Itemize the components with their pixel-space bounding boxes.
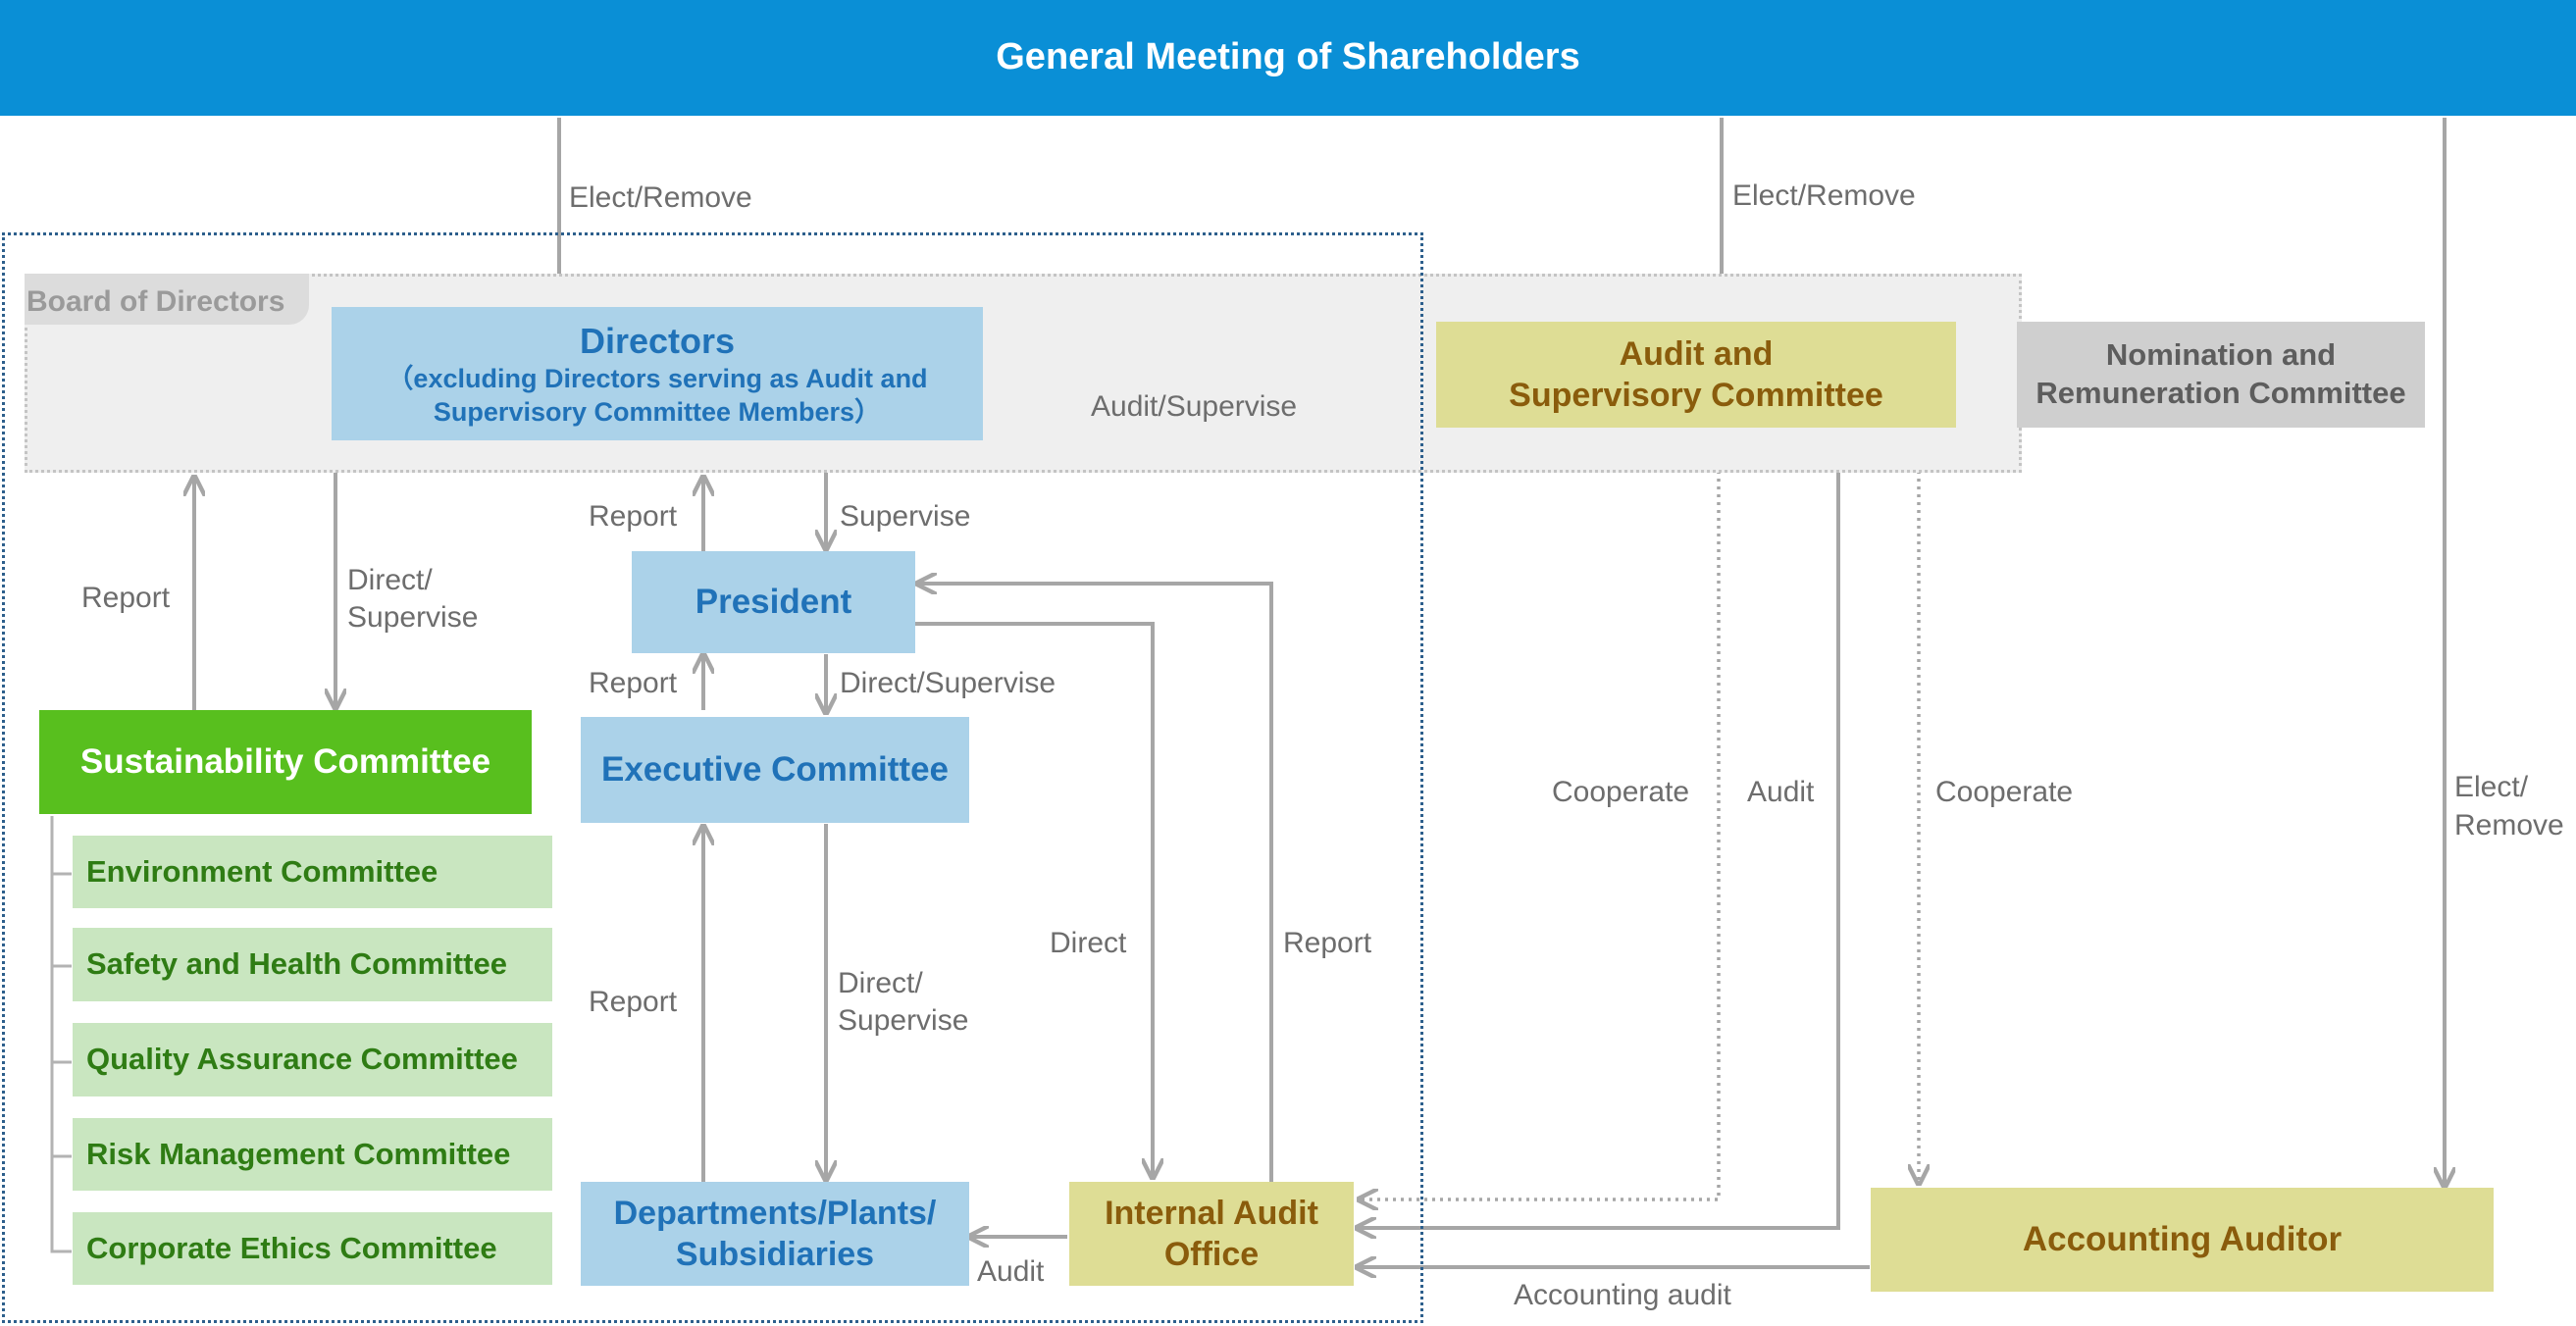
label-direct-internal: Direct bbox=[1050, 927, 1127, 959]
environment-committee-box[interactable]: Environment Committee bbox=[73, 836, 552, 908]
internal-audit-office-box[interactable]: Internal Audit Office bbox=[1069, 1182, 1354, 1286]
label-report-internal: Report bbox=[1283, 927, 1372, 959]
label-report-departments: Report bbox=[589, 986, 678, 1018]
label-audit-departments: Audit bbox=[977, 1255, 1045, 1288]
subcommittee-label: Risk Management Committee bbox=[86, 1136, 511, 1171]
directors-subtitle-2: Supervisory Committee Members） bbox=[433, 396, 882, 427]
label-direct-supervise-sust-2: Supervise bbox=[347, 601, 479, 634]
nomination-line1: Nomination and bbox=[2105, 337, 2337, 373]
president-box[interactable]: President bbox=[632, 551, 915, 653]
label-cooperate-left: Cooperate bbox=[1552, 776, 1690, 808]
sustainability-committee-box[interactable]: Sustainability Committee bbox=[39, 710, 532, 814]
audit-supervisory-committee-box[interactable]: Audit and Supervisory Committee bbox=[1436, 322, 1956, 428]
sustainability-label: Sustainability Committee bbox=[79, 742, 491, 782]
corporate-ethics-committee-box[interactable]: Corporate Ethics Committee bbox=[73, 1212, 552, 1285]
shareholders-header: General Meeting of Shareholders bbox=[0, 0, 2576, 116]
internal-audit-line1: Internal Audit bbox=[1105, 1194, 1318, 1232]
departments-line2: Subsidiaries bbox=[675, 1236, 875, 1273]
directors-title: Directors bbox=[579, 320, 736, 361]
label-audit-supervise: Audit/Supervise bbox=[1091, 390, 1298, 423]
safety-health-committee-box[interactable]: Safety and Health Committee bbox=[73, 928, 552, 1001]
departments-box[interactable]: Departments/Plants/ Subsidiaries bbox=[581, 1182, 969, 1286]
label-direct-supervise-dept-1: Direct/ bbox=[838, 967, 923, 999]
president-label: President bbox=[695, 583, 852, 622]
subcommittee-label: Safety and Health Committee bbox=[86, 946, 507, 982]
subcommittee-label: Corporate Ethics Committee bbox=[86, 1230, 497, 1265]
header-title: General Meeting of Shareholders bbox=[996, 36, 1580, 78]
quality-assurance-committee-box[interactable]: Quality Assurance Committee bbox=[73, 1023, 552, 1096]
board-title: Board of Directors bbox=[26, 285, 285, 318]
accounting-auditor-label: Accounting Auditor bbox=[2022, 1220, 2343, 1259]
board-of-directors-tab: Board of Directors bbox=[25, 274, 309, 325]
executive-committee-box[interactable]: Executive Committee bbox=[581, 717, 969, 823]
label-report-sustainability: Report bbox=[81, 582, 171, 614]
executive-area-border bbox=[2, 232, 1423, 1323]
label-cooperate-right: Cooperate bbox=[1935, 776, 2074, 808]
label-report-president: Report bbox=[589, 500, 678, 533]
label-supervise-president: Supervise bbox=[840, 500, 971, 533]
label-direct-supervise-exec: Direct/Supervise bbox=[840, 667, 1056, 699]
audit-committee-line1: Audit and bbox=[1619, 334, 1774, 373]
accounting-auditor-box[interactable]: Accounting Auditor bbox=[1871, 1188, 2494, 1292]
audit-committee-line2: Supervisory Committee bbox=[1509, 377, 1883, 414]
subcommittee-tree bbox=[50, 816, 72, 1253]
label-audit-internal: Audit bbox=[1747, 776, 1815, 808]
internal-audit-line2: Office bbox=[1163, 1236, 1260, 1273]
subcommittee-label: Environment Committee bbox=[86, 853, 438, 889]
label-elect-remove-audit: Elect/Remove bbox=[1732, 179, 1916, 212]
nomination-remuneration-box[interactable]: Nomination and Remuneration Committee bbox=[2017, 322, 2425, 428]
label-direct-supervise-dept-2: Supervise bbox=[838, 1004, 969, 1037]
risk-management-committee-box[interactable]: Risk Management Committee bbox=[73, 1118, 552, 1191]
directors-box[interactable]: Directors （excluding Directors serving a… bbox=[332, 307, 983, 440]
nomination-line2: Remuneration Committee bbox=[2035, 376, 2406, 410]
arrow-audit-internal bbox=[1357, 430, 1840, 1228]
label-direct-supervise-sust-1: Direct/ bbox=[347, 564, 433, 596]
departments-line1: Departments/Plants/ bbox=[613, 1194, 937, 1232]
arrow-report-president-from-internal bbox=[917, 584, 1273, 1184]
directors-subtitle-1: （excluding Directors serving as Audit an… bbox=[386, 363, 928, 393]
label-report-executive: Report bbox=[589, 667, 678, 699]
label-elect-remove-auditor-2: Remove bbox=[2454, 809, 2564, 842]
label-elect-remove-auditor-1: Elect/ bbox=[2454, 771, 2529, 803]
label-elect-remove-directors: Elect/Remove bbox=[569, 181, 752, 214]
label-accounting-audit: Accounting audit bbox=[1514, 1279, 1731, 1311]
executive-label: Executive Committee bbox=[600, 750, 950, 790]
subcommittee-label: Quality Assurance Committee bbox=[86, 1042, 518, 1077]
arrow-direct-internal-audit bbox=[915, 622, 1153, 1178]
